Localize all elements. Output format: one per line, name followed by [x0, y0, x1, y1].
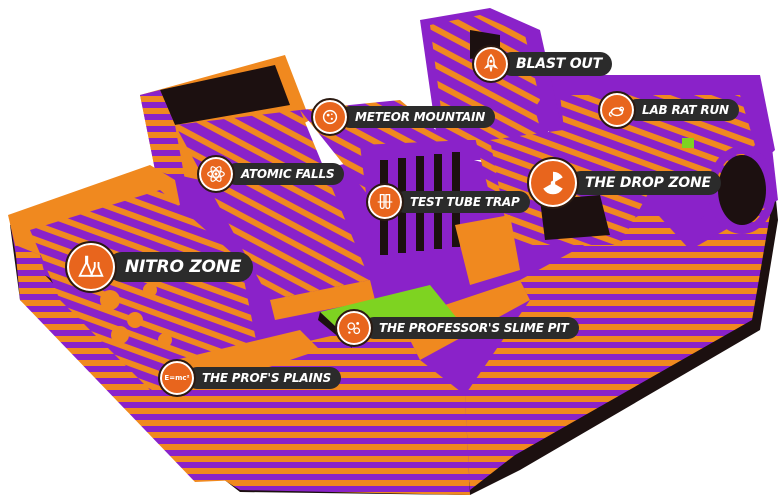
- zone-lab-rat-run[interactable]: LAB RAT RUN: [598, 91, 739, 129]
- zone-atomic-falls[interactable]: ATOMIC FALLS: [197, 155, 345, 193]
- zone-nitro-zone[interactable]: NITRO ZONE: [65, 241, 254, 293]
- zone-professors-slime-pit[interactable]: THE PROFESSOR'S SLIME PIT: [335, 309, 579, 347]
- zone-label: THE PROF'S PLAINS: [186, 367, 342, 389]
- radiation-icon: [527, 157, 579, 209]
- zone-label: BLAST OUT: [500, 52, 612, 76]
- zone-label: TEST TUBE TRAP: [394, 191, 530, 213]
- zone-label: METEOR MOUNTAIN: [339, 106, 496, 128]
- zone-the-drop-zone[interactable]: THE DROP ZONE: [527, 157, 721, 209]
- zone-label: LAB RAT RUN: [626, 99, 739, 121]
- meteor-icon: [311, 98, 349, 136]
- rat-icon: [598, 91, 636, 129]
- formula-icon: E=mc²: [158, 359, 196, 397]
- zone-test-tube-trap[interactable]: TEST TUBE TRAP: [366, 183, 530, 221]
- zone-profs-plains[interactable]: E=mc² THE PROF'S PLAINS: [158, 359, 342, 397]
- zone-meteor-mountain[interactable]: METEOR MOUNTAIN: [311, 98, 496, 136]
- zone-blast-out[interactable]: BLAST OUT: [472, 45, 612, 83]
- bacteria-icon: [335, 309, 373, 347]
- zone-label: THE PROFESSOR'S SLIME PIT: [363, 317, 579, 339]
- rocket-icon: [472, 45, 510, 83]
- test-tubes-icon: [366, 183, 404, 221]
- beakers-icon: [65, 241, 117, 293]
- zone-label: ATOMIC FALLS: [225, 163, 345, 185]
- zone-label: THE DROP ZONE: [569, 171, 721, 195]
- zone-label: NITRO ZONE: [107, 252, 254, 282]
- atom-icon: [197, 155, 235, 193]
